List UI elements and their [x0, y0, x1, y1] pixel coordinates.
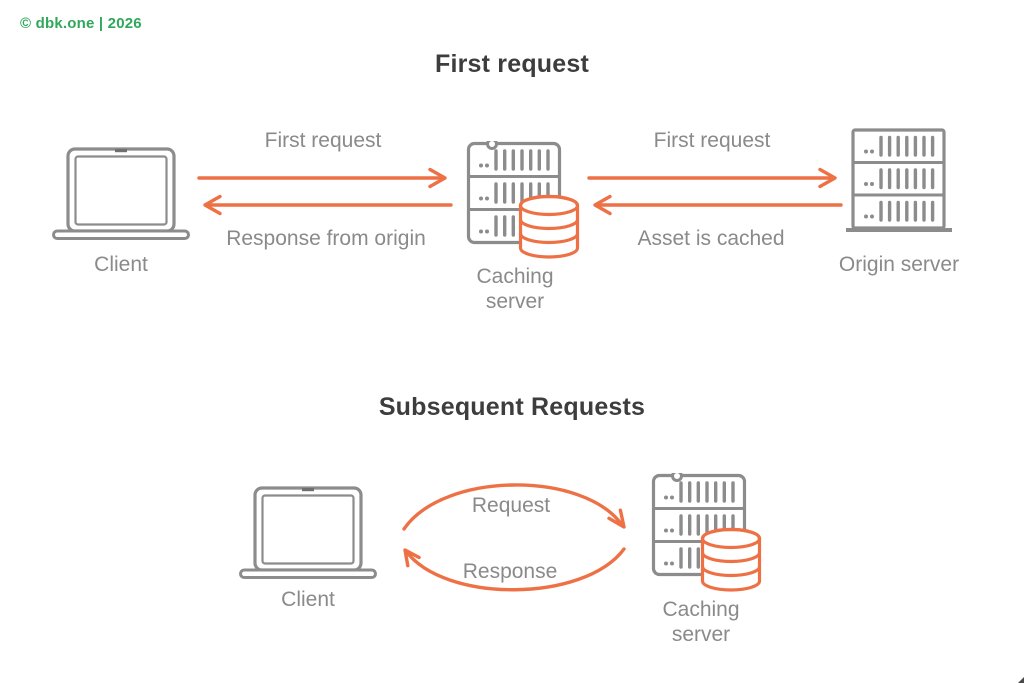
watermark: © dbk.one | 2026 — [20, 15, 142, 32]
client-label: Client — [281, 588, 335, 611]
origin-server-icon — [845, 128, 953, 234]
client-laptop-icon — [52, 147, 190, 241]
arrow-left-icon — [197, 194, 453, 216]
section2-title: Subsequent Requests — [378, 393, 646, 421]
cycle-arrows-icon — [396, 461, 628, 613]
request-label: Request — [471, 494, 551, 517]
corner-mark — [1018, 677, 1024, 683]
flow1-top-label: First request — [264, 129, 382, 152]
flow2-top-label: First request — [653, 129, 771, 152]
flow2-bottom-label: Asset is cached — [637, 227, 785, 250]
flow1-bottom-label: Response from origin — [226, 227, 426, 250]
client-label: Client — [94, 253, 148, 276]
origin-server-label: Origin server — [838, 253, 960, 276]
database-cache-icon — [700, 527, 762, 593]
client-laptop-icon — [239, 486, 377, 580]
arrow-right-icon — [587, 167, 843, 189]
caching-server-label: Caching server — [662, 598, 740, 646]
caching-server-label: Caching server — [476, 265, 554, 313]
arrow-right-icon — [197, 167, 453, 189]
arrow-left-icon — [587, 194, 843, 216]
database-cache-icon — [518, 194, 580, 260]
section1-title: First request — [434, 50, 590, 78]
response-label: Response — [462, 560, 558, 583]
